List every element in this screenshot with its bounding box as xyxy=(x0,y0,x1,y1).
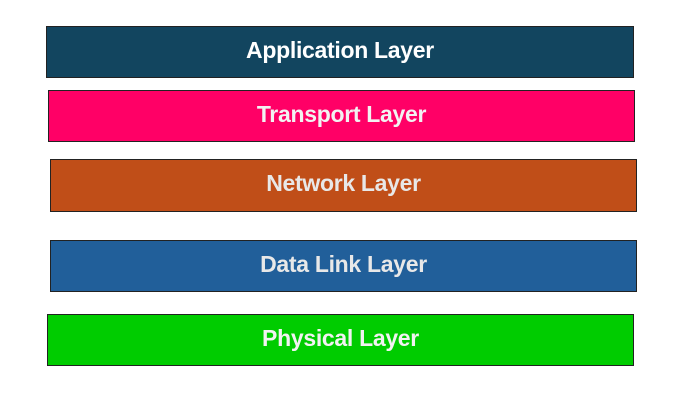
physical-layer-box: Physical Layer xyxy=(47,314,634,366)
data-link-layer-box: Data Link Layer xyxy=(50,240,637,292)
data-link-layer-label: Data Link Layer xyxy=(260,250,427,277)
application-layer-box: Application Layer xyxy=(46,26,634,78)
transport-layer-box: Transport Layer xyxy=(48,90,635,142)
network-layer-label: Network Layer xyxy=(266,170,421,196)
application-layer-label: Application Layer xyxy=(246,36,434,63)
transport-layer-label: Transport Layer xyxy=(256,100,427,127)
network-layer-box: Network Layer xyxy=(50,159,637,212)
physical-layer-label: Physical Layer xyxy=(262,324,419,351)
